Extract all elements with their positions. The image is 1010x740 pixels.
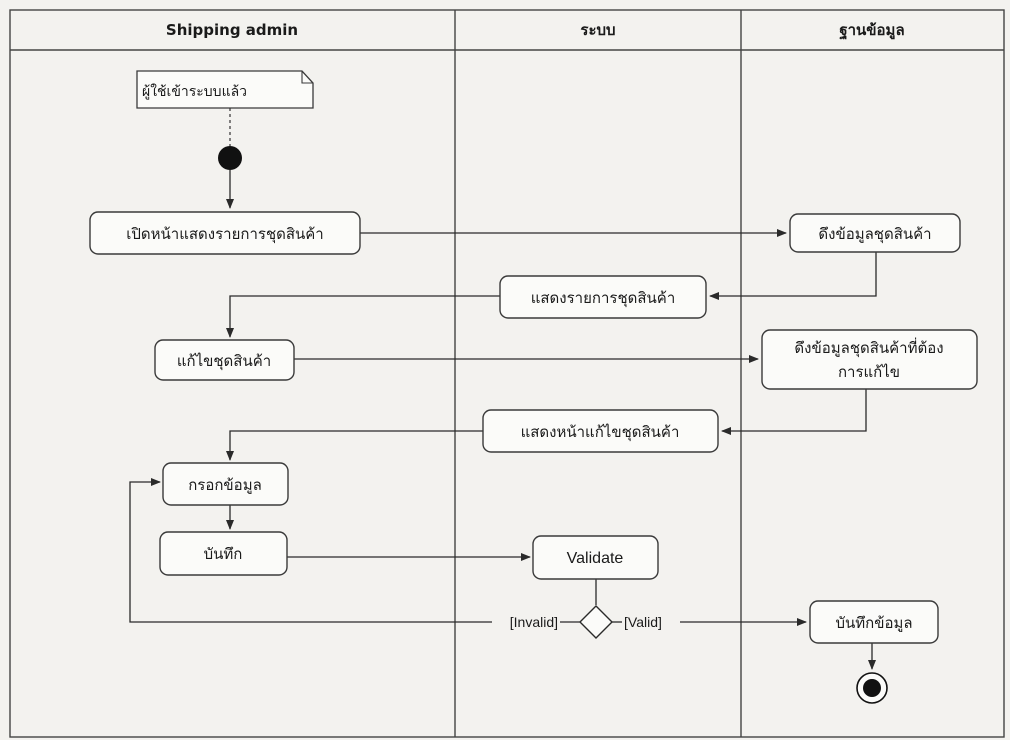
initial-node	[218, 146, 242, 170]
activity-show-edit-page: แสดงหน้าแก้ไขชุดสินค้า	[482, 409, 719, 453]
swimlane-frame	[9, 9, 1005, 738]
activity-validate: Validate	[532, 535, 659, 580]
activity-show-bundle-list: แสดงรายการชุดสินค้า	[499, 275, 707, 319]
activity-fetch-bundle-data-label: ดึงข้อมูลชุดสินค้า	[818, 225, 931, 244]
lane-header-database: ฐานข้อมูล	[839, 21, 904, 40]
activity-fetch-edit-data-label-line2: การแก้ไข	[838, 363, 900, 381]
activity-fetch-edit-data-label-line1: ดึงข้อมูลชุดสินค้าที่ต้อง	[794, 337, 943, 358]
activity-save: บันทึก	[159, 531, 288, 576]
precondition-note: ผู้ใช้เข้าระบบแล้ว	[136, 70, 314, 109]
activity-open-bundle-list: เปิดหน้าแสดงรายการชุดสินค้า	[89, 211, 361, 255]
activity-fill-data-label: กรอกข้อมูล	[188, 476, 262, 494]
activity-fill-data: กรอกข้อมูล	[162, 462, 289, 506]
activity-fetch-edit-data: ดึงข้อมูลชุดสินค้าที่ต้อง การแก้ไข	[761, 329, 978, 390]
guard-invalid: [Invalid]	[510, 614, 558, 630]
lane-header-shipping-admin: Shipping admin	[166, 21, 298, 39]
activity-validate-label: Validate	[567, 550, 624, 567]
activity-show-edit-page-label: แสดงหน้าแก้ไขชุดสินค้า	[521, 423, 680, 442]
guard-valid: [Valid]	[624, 614, 662, 630]
flow-show-list-to-edit	[226, 295, 500, 338]
flow-show-edit-to-fill	[226, 430, 483, 461]
note-text: ผู้ใช้เข้าระบบแล้ว	[142, 83, 247, 100]
activity-save-data: บันทึกข้อมูล	[809, 600, 939, 644]
activity-edit-bundle: แก้ไขชุดสินค้า	[154, 339, 295, 381]
activity-save-label: บันทึก	[204, 545, 243, 563]
activity-open-bundle-list-label: เปิดหน้าแสดงรายการชุดสินค้า	[126, 225, 323, 244]
control-flows	[129, 170, 877, 670]
flow-fetch-to-show-list	[709, 252, 877, 300]
decision-node	[579, 605, 613, 639]
final-node	[856, 672, 888, 704]
activity-save-data-label: บันทึกข้อมูล	[835, 614, 912, 632]
activity-edit-bundle-label: แก้ไขชุดสินค้า	[177, 352, 271, 371]
flow-invalid-to-fill	[129, 478, 492, 623]
flow-fetch-edit-to-show-edit	[721, 389, 867, 435]
activity-show-bundle-list-label: แสดงรายการชุดสินค้า	[531, 289, 676, 308]
lane-header-system: ระบบ	[580, 21, 615, 39]
activity-fetch-bundle-data: ดึงข้อมูลชุดสินค้า	[789, 213, 961, 253]
